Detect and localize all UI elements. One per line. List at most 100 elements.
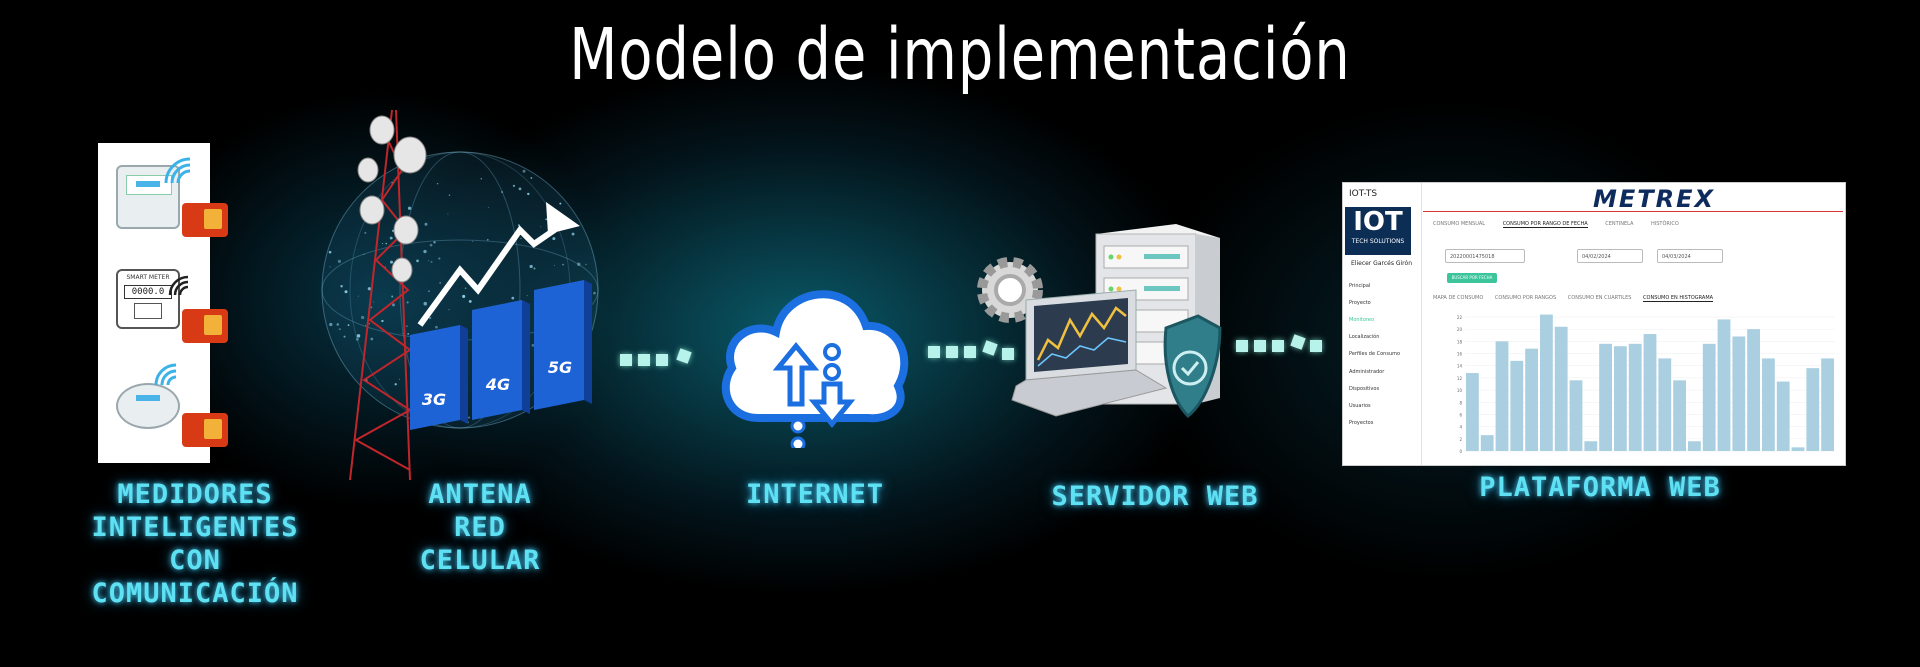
globe-dot: [571, 232, 575, 236]
logo-text: IOT: [1353, 207, 1403, 237]
histogram-bar: [1554, 326, 1568, 451]
platform-user-name: Eliecer Garcés Girón: [1351, 260, 1412, 267]
globe-dot: [552, 237, 556, 241]
y-tick-label: 8: [1459, 400, 1462, 405]
tab-active[interactable]: CONSUMO POR RANGO DE FECHA: [1502, 221, 1588, 228]
antenna-dishes-icon: [357, 115, 427, 283]
histogram-bar: [1806, 368, 1820, 451]
tab[interactable]: CONSUMO MENSUAL: [1433, 221, 1486, 227]
globe-dot: [468, 416, 471, 419]
signal-bars-icon: 3G 4G 5G: [410, 280, 592, 430]
subtab[interactable]: CONSUMO EN CUARTILES: [1567, 295, 1632, 301]
histogram-bar: [1614, 346, 1627, 451]
histogram-bar: [1525, 348, 1538, 451]
globe-dot: [370, 306, 373, 309]
bar-label-3g: 3G: [422, 390, 446, 409]
web-platform-screenshot: IOT-TS IOT TECH SOLUTIONS Eliecer Garcés…: [1342, 182, 1846, 466]
globe-dot: [472, 240, 474, 242]
histogram-bar: [1495, 341, 1509, 451]
label-line: RED: [454, 512, 506, 543]
page-title: Modelo de implementación: [569, 12, 1351, 97]
globe-dot: [344, 290, 348, 294]
device-select[interactable]: 20220001475018: [1445, 249, 1525, 263]
histogram-bar: [1791, 447, 1805, 451]
label-web-platform: PLATAFORMA WEB: [1479, 472, 1721, 503]
subtab[interactable]: CONSUMO POR RANGOS: [1494, 295, 1557, 301]
globe-dot: [406, 301, 409, 304]
globe-dot: [391, 295, 394, 298]
globe-dot: [429, 243, 433, 247]
tab[interactable]: HISTÓRICO: [1651, 221, 1679, 227]
nav-item[interactable]: Perfiles de Consumo: [1349, 351, 1401, 357]
nav-item[interactable]: Dispositivos: [1349, 386, 1380, 392]
label-line: CELULAR: [419, 545, 541, 576]
globe-dot: [500, 190, 504, 194]
histogram-bar: [1628, 343, 1642, 451]
search-by-date-button[interactable]: BUSCAR POR FECHA: [1447, 273, 1497, 283]
logo-subtext: TECH SOLUTIONS: [1351, 238, 1405, 245]
label-line: COMUNICACIÓN: [91, 578, 299, 609]
cell-tower-icon: [349, 110, 412, 481]
globe-dot: [356, 334, 361, 338]
globe-dot: [512, 184, 516, 188]
nav-item[interactable]: Monitoreo: [1349, 317, 1375, 323]
platform-subtabs: MAPA DE CONSUMO CONSUMO POR RANGOS CONSU…: [1433, 295, 1723, 302]
histogram-bar: [1599, 343, 1612, 451]
globe-dot: [468, 299, 472, 303]
nav-item[interactable]: Proyectos: [1349, 420, 1374, 426]
cell-tower-network-graphic: 3G 4G 5G: [321, 110, 599, 481]
sim-card-icon: [182, 413, 228, 447]
gear-icon: [977, 257, 1043, 323]
meter-label: SMART METER: [126, 274, 170, 281]
nav-item[interactable]: Proyecto: [1349, 300, 1371, 306]
platform-brand: METREX: [1593, 185, 1716, 213]
globe-dot: [381, 243, 383, 245]
water-meter-icon: [116, 383, 180, 429]
histogram-bar: [1569, 380, 1583, 451]
globe-dot: [336, 323, 339, 326]
histogram-bar: [1466, 373, 1479, 451]
histogram-bar: [1584, 441, 1598, 451]
histogram-bar: [1702, 343, 1716, 451]
globe-dot: [545, 218, 548, 221]
globe-dot: [370, 337, 374, 341]
globe-dot: [340, 285, 343, 288]
globe-dot: [487, 206, 489, 208]
histogram-bar: [1673, 380, 1686, 451]
nav-item[interactable]: Usuarios: [1349, 403, 1371, 409]
globe-dot: [337, 259, 341, 263]
globe-dot: [365, 324, 366, 326]
histogram-bar: [1762, 358, 1775, 451]
date-to-field[interactable]: 04/03/2024: [1657, 249, 1723, 263]
nav-item[interactable]: Localización: [1349, 334, 1380, 340]
trend-arrow-icon: [417, 202, 580, 327]
globe-dot: [355, 337, 359, 341]
cloud-upload-download-icon: [721, 290, 909, 448]
y-tick-label: 2: [1459, 437, 1462, 442]
nav-item[interactable]: Principal: [1349, 283, 1371, 289]
y-tick-label: 12: [1457, 376, 1463, 381]
globe-dot: [518, 187, 522, 191]
globe-dot: [511, 296, 515, 300]
globe-dot: [439, 282, 441, 284]
histogram-bar: [1658, 358, 1672, 451]
platform-sidebar: IOT-TS IOT TECH SOLUTIONS Eliecer Garcés…: [1343, 183, 1422, 465]
globe-dot: [389, 236, 393, 240]
date-from-field[interactable]: 04/02/2024: [1577, 249, 1643, 263]
histogram-bar: [1776, 381, 1790, 451]
globe-dot: [559, 202, 562, 205]
bar-label-5g: 5G: [548, 358, 572, 377]
globe-dot: [593, 291, 596, 295]
tab[interactable]: CENTINELA: [1605, 221, 1634, 227]
subtab[interactable]: MAPA DE CONSUMO: [1433, 295, 1484, 301]
smart-meters-panel: SMART METER 0000.0: [98, 143, 228, 463]
connector-dots-3: [1236, 334, 1326, 354]
globe-dot: [364, 231, 367, 234]
globe-dot: [428, 260, 430, 262]
subtab-active[interactable]: CONSUMO EN HISTOGRAMA: [1643, 295, 1714, 302]
globe-dot: [347, 324, 350, 327]
globe-dot: [533, 267, 536, 270]
globe-dot: [430, 260, 433, 263]
y-tick-label: 18: [1457, 339, 1463, 344]
